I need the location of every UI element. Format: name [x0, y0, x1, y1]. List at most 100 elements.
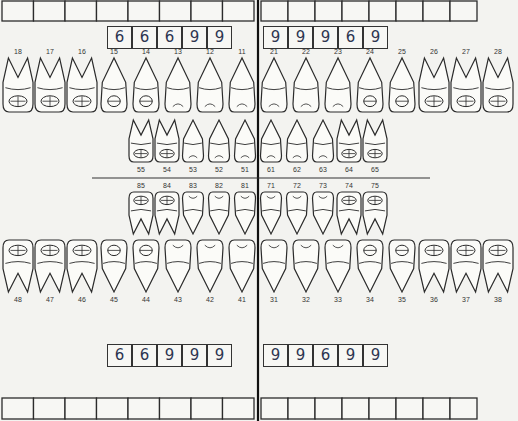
tooth-shape — [3, 58, 33, 112]
occlusal-surface — [9, 96, 27, 107]
occlusal-surface — [396, 245, 408, 255]
tooth-number: 47 — [46, 296, 54, 303]
incisal-edge — [205, 104, 215, 107]
incisal-edge — [333, 245, 343, 248]
handwritten-digit: 9 — [190, 348, 200, 363]
incisal-edge — [215, 156, 223, 158]
occlusal-surface — [41, 96, 59, 107]
occlusal-surface — [108, 245, 120, 255]
handwritten-digit: 9 — [321, 30, 331, 45]
occlusal-groove — [50, 246, 51, 255]
incisal-edge — [215, 196, 223, 198]
tooth-shape — [235, 120, 256, 162]
tooth-outline — [165, 58, 191, 112]
tooth-number: 71 — [267, 182, 275, 189]
empty-record-box — [369, 398, 396, 419]
occlusal-groove — [82, 246, 83, 255]
handwritten-digit: 9 — [165, 348, 175, 363]
handwritten-digit: 9 — [371, 348, 381, 363]
occlusal-surface — [364, 245, 376, 255]
tooth-outline — [155, 192, 179, 234]
occlusal-groove — [364, 101, 377, 102]
tooth-shape — [357, 58, 383, 112]
empty-record-box — [191, 1, 223, 21]
tooth-number: 45 — [110, 296, 118, 303]
tooth-shape — [133, 58, 159, 112]
tooth-number: 27 — [462, 48, 470, 55]
tooth-outline — [133, 58, 159, 112]
tooth-outline — [129, 120, 153, 162]
occlusal-groove — [396, 250, 409, 251]
tooth-neck — [314, 209, 332, 210]
empty-record-box — [423, 398, 450, 419]
empty-record-box — [160, 398, 192, 419]
incisal-edge — [173, 245, 183, 248]
tooth-number: 46 — [78, 296, 86, 303]
tooth-number: 28 — [494, 48, 502, 55]
tooth-neck — [365, 143, 385, 144]
tooth-number: 43 — [174, 296, 182, 303]
empty-record-box — [128, 1, 160, 21]
incisal-edge — [301, 104, 311, 107]
tooth-neck — [199, 262, 221, 264]
tooth-outline — [261, 192, 282, 234]
tooth-number: 37 — [462, 296, 470, 303]
record-box: 9 — [313, 26, 338, 49]
tooth-outline — [261, 240, 287, 292]
tooth-shape — [261, 58, 287, 112]
teeth — [3, 58, 513, 292]
tooth-shape — [183, 120, 204, 162]
empty-record-box — [34, 1, 66, 21]
tooth-neck — [327, 88, 349, 90]
tooth-outline — [293, 240, 319, 292]
tooth-outline — [3, 58, 33, 112]
handwritten-digit: 6 — [165, 30, 175, 45]
tooth-outline — [165, 240, 191, 292]
tooth-shape — [155, 192, 179, 234]
tooth-shape — [287, 192, 308, 234]
empty-record-box — [2, 1, 34, 21]
record-box: 6 — [157, 26, 182, 49]
tooth-outline — [325, 240, 351, 292]
tooth-number: 12 — [206, 48, 214, 55]
record-box: 6 — [132, 26, 157, 49]
tooth-number: 16 — [78, 48, 86, 55]
tooth-shape — [3, 240, 33, 292]
empty-record-box — [396, 398, 423, 419]
occlusal-groove — [434, 246, 435, 255]
midline — [257, 0, 259, 421]
tooth-outline — [3, 240, 33, 292]
handwritten-digit: 9 — [346, 348, 356, 363]
tooth-neck — [131, 209, 151, 210]
tooth-neck — [391, 88, 413, 90]
occlusal-surface — [489, 245, 507, 255]
record-box: 9 — [363, 344, 388, 367]
tooth-neck — [210, 209, 228, 210]
tooth-neck — [167, 88, 189, 90]
occlusal-groove — [141, 197, 142, 205]
occlusal-surface — [425, 96, 443, 107]
tooth-number: 24 — [366, 48, 374, 55]
occlusal-surface — [73, 245, 91, 255]
occlusal-groove — [167, 197, 168, 205]
tooth-number: 51 — [241, 166, 249, 173]
tooth-neck — [339, 143, 359, 144]
occlusal-groove — [375, 150, 376, 158]
tooth-outline — [67, 58, 97, 112]
occlusal-groove — [141, 150, 142, 158]
record-box: 6 — [107, 344, 132, 367]
tooth-neck — [314, 143, 332, 144]
occlusal-surface — [108, 96, 120, 107]
incisal-edge — [189, 156, 197, 158]
incisal-edge — [189, 196, 197, 198]
tooth-number: 82 — [215, 182, 223, 189]
record-box: 9 — [157, 344, 182, 367]
tooth-shape — [419, 58, 449, 112]
tooth-outline — [337, 120, 361, 162]
tooth-shape — [229, 58, 255, 112]
tooth-neck — [184, 209, 202, 210]
occlusal-groove — [140, 101, 153, 102]
tooth-shape — [35, 240, 65, 292]
tooth-shape — [133, 240, 159, 292]
tooth-number: 64 — [345, 166, 353, 173]
